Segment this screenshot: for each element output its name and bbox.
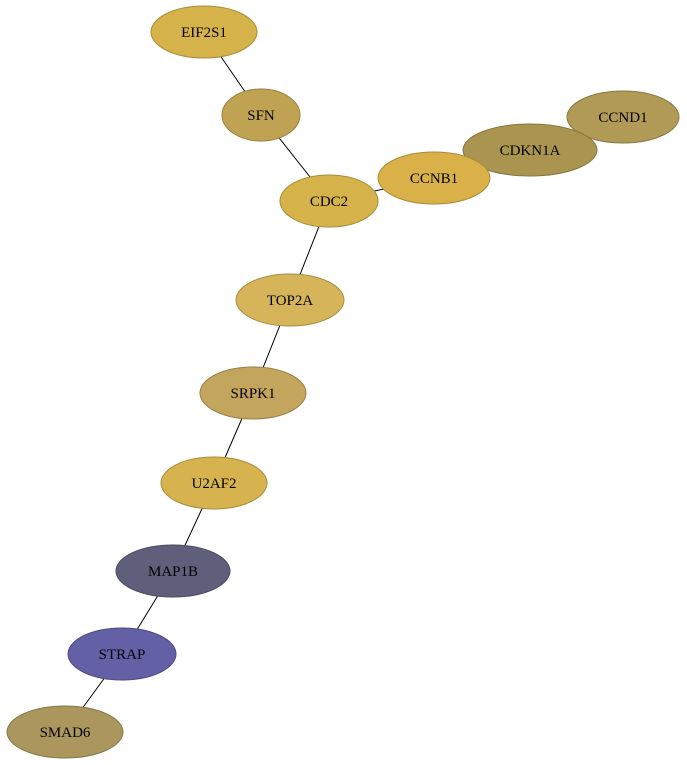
node-sfn[interactable]: SFN	[221, 88, 301, 142]
node-label: SFN	[247, 108, 275, 124]
node-u2af2[interactable]: U2AF2	[160, 456, 268, 510]
node-label: CCND1	[598, 110, 647, 126]
node-ellipse	[115, 544, 231, 598]
node-strap[interactable]: STRAP	[67, 627, 177, 681]
node-label: SRPK1	[230, 386, 275, 402]
node-top2a[interactable]: TOP2A	[235, 273, 345, 327]
node-label: EIF2S1	[181, 25, 227, 41]
node-ellipse	[67, 627, 177, 681]
node-ellipse	[160, 456, 268, 510]
node-ccnd1[interactable]: CCND1	[566, 90, 680, 144]
node-smad6[interactable]: SMAD6	[6, 705, 124, 759]
node-ellipse	[377, 151, 491, 205]
node-label: TOP2A	[267, 293, 314, 309]
node-label: CDKN1A	[500, 143, 561, 159]
node-label: U2AF2	[191, 476, 236, 492]
node-ellipse	[150, 5, 258, 59]
node-cdkn1a[interactable]: CDKN1A	[462, 123, 598, 177]
node-ccnb1[interactable]: CCNB1	[377, 151, 491, 205]
node-label: STRAP	[99, 647, 146, 663]
node-ellipse	[462, 123, 598, 177]
node-label: MAP1B	[148, 564, 198, 580]
node-ellipse	[566, 90, 680, 144]
node-srpk1[interactable]: SRPK1	[199, 366, 307, 420]
node-label: CDC2	[310, 194, 348, 210]
node-ellipse	[199, 366, 307, 420]
node-map1b[interactable]: MAP1B	[115, 544, 231, 598]
node-ellipse	[279, 174, 379, 228]
node-label: CCNB1	[410, 171, 458, 187]
node-eif2s1[interactable]: EIF2S1	[150, 5, 258, 59]
node-cdc2[interactable]: CDC2	[279, 174, 379, 228]
node-ellipse	[235, 273, 345, 327]
node-ellipse	[221, 88, 301, 142]
node-ellipse	[6, 705, 124, 759]
node-label: SMAD6	[40, 725, 91, 741]
